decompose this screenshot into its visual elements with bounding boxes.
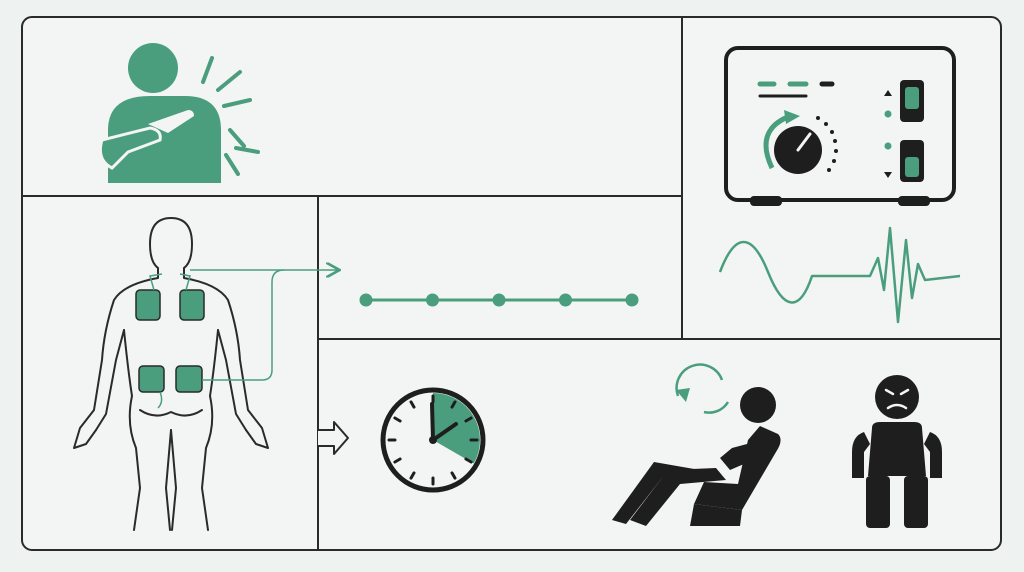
timeline-point — [559, 293, 572, 307]
clock-tick — [409, 400, 416, 409]
tens-device-icon — [724, 46, 956, 206]
body-outline-icon — [73, 217, 269, 531]
timeline-point — [426, 293, 439, 307]
electrode-leads — [149, 270, 338, 409]
pain-burst-lines — [201, 56, 260, 176]
clock-tick — [450, 471, 457, 480]
clock-tick — [393, 457, 402, 464]
clock-tick — [464, 416, 473, 423]
clock-hour-hand — [431, 422, 458, 442]
session-timer-clock-icon — [380, 387, 486, 493]
electrode-pad-upper-left — [135, 289, 161, 321]
dial-arc — [763, 113, 791, 170]
relaxed-person-icon — [612, 363, 781, 526]
clock-minute-hand — [430, 402, 435, 442]
rotate-arrow-icon — [675, 363, 724, 397]
timeline-point — [492, 293, 506, 307]
device-indicator-lights — [757, 81, 835, 98]
switch-off-toggle — [900, 140, 924, 182]
electrode-pad-upper-right — [179, 289, 205, 321]
dial-scale-dots — [816, 116, 838, 172]
switch-on-toggle — [900, 80, 924, 122]
electrical-waveform — [718, 226, 961, 324]
electrode-pads — [135, 289, 205, 393]
clock-tick — [450, 400, 457, 409]
flow-arrow — [318, 421, 349, 455]
timeline-point — [359, 293, 373, 307]
pain-person-icon — [98, 43, 260, 183]
clock-tick — [393, 416, 402, 423]
clock-tick — [409, 471, 416, 480]
electrode-pad-lower-left — [138, 365, 165, 393]
clock-tick — [464, 457, 473, 464]
electrode-pad-lower-right — [175, 365, 203, 393]
uncomfortable-person-icon — [852, 375, 942, 528]
clock-highlight-wedge — [433, 393, 480, 464]
sad-face-icon — [884, 388, 910, 410]
timeline-point — [625, 293, 639, 307]
session-timeline — [359, 293, 639, 307]
